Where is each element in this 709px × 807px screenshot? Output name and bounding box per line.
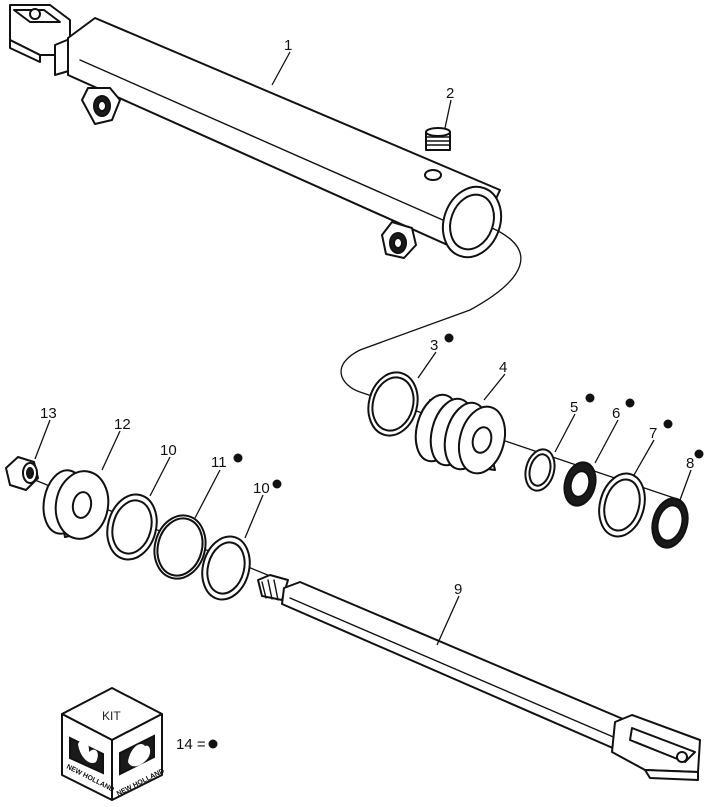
seal-8 (651, 497, 689, 549)
o-ring-3 (367, 371, 419, 437)
callout-9: 9 (454, 581, 462, 598)
kit-box-icon: KIT NEW HOLLAND NEW HOLLAND (61, 687, 166, 801)
kit-label: KIT (102, 709, 121, 723)
callout-10-left: 10 (160, 442, 177, 459)
ring-10-left (106, 493, 158, 561)
nut-13 (5, 456, 39, 491)
seal-7 (598, 472, 646, 538)
ring-11 (153, 514, 207, 580)
ring-10-right (201, 535, 251, 601)
rod-guide-12 (42, 469, 110, 540)
callout-10-right: 10 (253, 480, 270, 497)
callout-3: 3 (430, 337, 438, 354)
seal-6 (563, 461, 597, 507)
bleed-screw (425, 127, 451, 151)
legend-dot-symbol (208, 739, 218, 749)
callout-8: 8 (686, 455, 694, 472)
legend-text: 14 = (176, 736, 206, 753)
callout-7: 7 (649, 425, 657, 442)
kit-dot-8 (694, 449, 704, 459)
cylinder-barrel (9, 4, 503, 259)
seal-5 (524, 448, 556, 492)
callout-5: 5 (570, 399, 578, 416)
callout-13: 13 (40, 405, 57, 422)
callout-6: 6 (612, 405, 620, 422)
callout-2: 2 (446, 85, 454, 102)
kit-dot-3 (444, 333, 454, 343)
callout-12: 12 (114, 416, 131, 433)
piston-4 (414, 393, 507, 475)
kit-dot-10 (272, 479, 282, 489)
leader-lines (34, 51, 692, 646)
callout-1: 1 (284, 37, 292, 54)
kit-dot-6 (625, 398, 635, 408)
kit-legend: 14 = (176, 736, 218, 753)
piston-rod-9 (257, 574, 701, 781)
kit-dot-11 (233, 453, 243, 463)
assembly-path-line (340, 227, 681, 501)
callout-11: 11 (211, 454, 227, 471)
callout-labels: 1 2 3 4 5 6 7 8 9 10 10 11 12 13 (40, 37, 694, 598)
callout-4: 4 (499, 359, 507, 376)
kit-dot-5 (585, 393, 595, 403)
kit-marker-dots (233, 333, 704, 489)
kit-dot-7 (663, 419, 673, 429)
